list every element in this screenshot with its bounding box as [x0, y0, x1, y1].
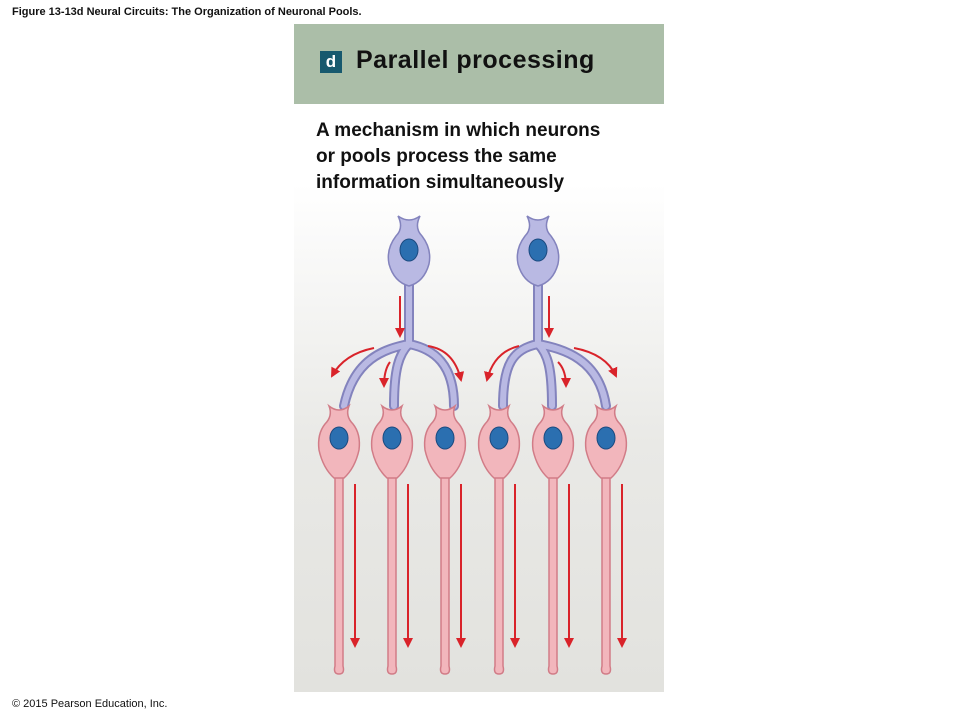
postsynaptic-neuron [477, 403, 521, 675]
signal-arrow [484, 345, 520, 382]
postsynaptic-neuron [423, 403, 467, 675]
signal-arrow [331, 347, 375, 378]
nucleus [329, 426, 349, 450]
description-line: A mechanism in which neurons [316, 120, 601, 141]
postsynaptic-axon [493, 473, 505, 675]
nucleus [399, 238, 419, 262]
postsynaptic-axon [333, 473, 345, 675]
nucleus [489, 426, 509, 450]
signal-arrow [557, 361, 571, 388]
nucleus [435, 426, 455, 450]
nucleus [596, 426, 616, 450]
postsynaptic-neuron [584, 403, 628, 675]
presynaptic-axon-branches [500, 266, 609, 409]
panel-letter-badge: d [320, 51, 342, 73]
panel-title: Parallel processing [356, 46, 595, 74]
postsynaptic-axon [439, 473, 451, 675]
postsynaptic-neuron [370, 403, 414, 675]
presynaptic-axon-branches [339, 264, 459, 411]
signal-arrow [427, 345, 465, 382]
panel-description: A mechanism in which neurons or pools pr… [316, 118, 661, 196]
description-line: or pools process the same [316, 146, 557, 167]
postsynaptic-axon [600, 473, 612, 675]
description-line: information simultaneously [316, 172, 565, 193]
signal-arrow [573, 347, 618, 378]
nucleus [528, 238, 548, 262]
nucleus [382, 426, 402, 450]
postsynaptic-neuron [317, 403, 361, 675]
nucleus [543, 426, 563, 450]
postsynaptic-neuron [531, 403, 575, 675]
copyright-notice: © 2015 Pearson Education, Inc. [12, 698, 168, 710]
panel-header: d Parallel processing [294, 24, 664, 104]
postsynaptic-axon [547, 473, 559, 675]
neural-circuit-diagram [317, 215, 628, 675]
figure-caption: Figure 13-13d Neural Circuits: The Organ… [12, 6, 362, 18]
signal-arrows [331, 296, 618, 388]
signal-arrow [379, 361, 391, 388]
postsynaptic-axon [386, 473, 398, 675]
presynaptic-neuron [339, 215, 459, 411]
diagram-panel: d Parallel processing A mechanism in whi… [294, 24, 664, 692]
presynaptic-neuron [498, 215, 611, 411]
